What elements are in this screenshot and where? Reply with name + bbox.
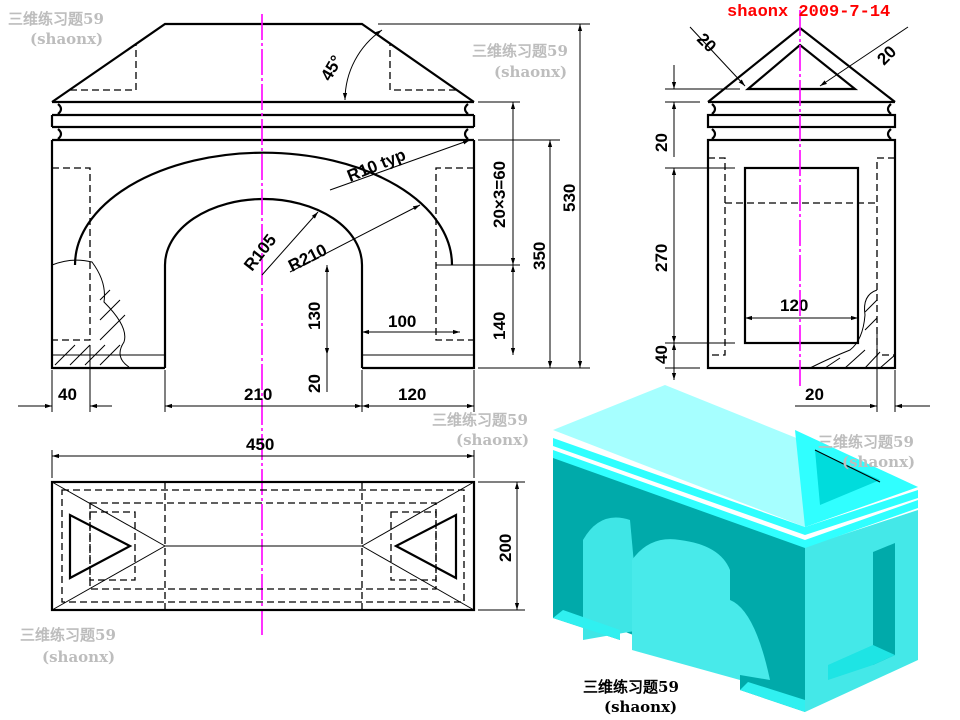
plan-outline	[50, 480, 476, 612]
dim-total-height: 530	[560, 184, 579, 212]
dim-sill: 40	[652, 345, 671, 364]
watermark-title: 三维练习题59	[432, 411, 528, 429]
body-left	[50, 140, 165, 370]
dim-fillet: R10 typ	[344, 145, 408, 186]
dim-roof-left: 20	[693, 29, 720, 56]
caption-sub: (shaonx)	[604, 698, 677, 716]
roof-recess	[744, 43, 859, 91]
watermark-sub: (shaonx)	[494, 63, 567, 81]
dim-length: 450	[246, 435, 274, 454]
dim-bands: 20×3=60	[490, 161, 509, 228]
caption-title: 三维练习题59	[583, 678, 679, 696]
top-view: 450 200	[50, 435, 525, 612]
dim-window-height: 270	[652, 244, 671, 272]
section-hatch	[54, 289, 126, 366]
dim-side-wall: 20	[805, 385, 824, 404]
author-stamp: shaonx 2009-7-14	[727, 3, 890, 22]
outer-arch	[73, 151, 454, 266]
dim-window-width: 120	[780, 296, 808, 315]
dim-depth: 200	[496, 534, 515, 562]
watermark-title: 三维练习题59	[8, 10, 104, 28]
dim-inner-radius: R105	[240, 231, 280, 275]
isometric-model	[553, 385, 918, 712]
watermark-sub: (shaonx)	[42, 648, 115, 666]
watermark-title: 三维练习题59	[818, 433, 914, 451]
break-line	[51, 259, 130, 368]
dim-roof-right: 20	[873, 42, 900, 69]
plan-recess-right	[393, 513, 458, 580]
dim-niche-height: 130	[305, 302, 324, 330]
body-right	[362, 140, 476, 370]
watermark-sub: (shaonx)	[456, 431, 529, 449]
dim-body-height: 350	[530, 242, 549, 270]
dim-band: 20	[652, 133, 671, 152]
dim-pier: 120	[398, 385, 426, 404]
dim-angle: 45°	[317, 52, 346, 84]
watermark-sub: (shaonx)	[842, 453, 915, 471]
dim-opening: 210	[244, 385, 272, 404]
side-view: 120 20 20 20 270 40 20	[652, 10, 930, 412]
side-roof	[707, 26, 896, 103]
side-window	[743, 166, 860, 345]
inner-arch	[163, 197, 364, 368]
dim-niche-width: 100	[388, 312, 416, 331]
plan-recess-left	[68, 513, 133, 580]
dim-outer-radius: R210	[285, 240, 330, 275]
watermark-title: 三维练习题59	[472, 42, 568, 60]
dim-base-step: 20	[305, 374, 324, 393]
watermark-title: 三维练习题59	[20, 626, 116, 644]
roof-outline	[51, 22, 475, 103]
watermarks: 三维练习题59 (shaonx) 三维练习题59 (shaonx) 三维练习题5…	[8, 10, 915, 716]
watermark-sub: (shaonx)	[30, 30, 103, 48]
dim-wall: 40	[58, 385, 77, 404]
dim-side-height: 140	[490, 312, 509, 340]
cornice-bands	[50, 100, 476, 142]
side-body	[706, 138, 897, 370]
